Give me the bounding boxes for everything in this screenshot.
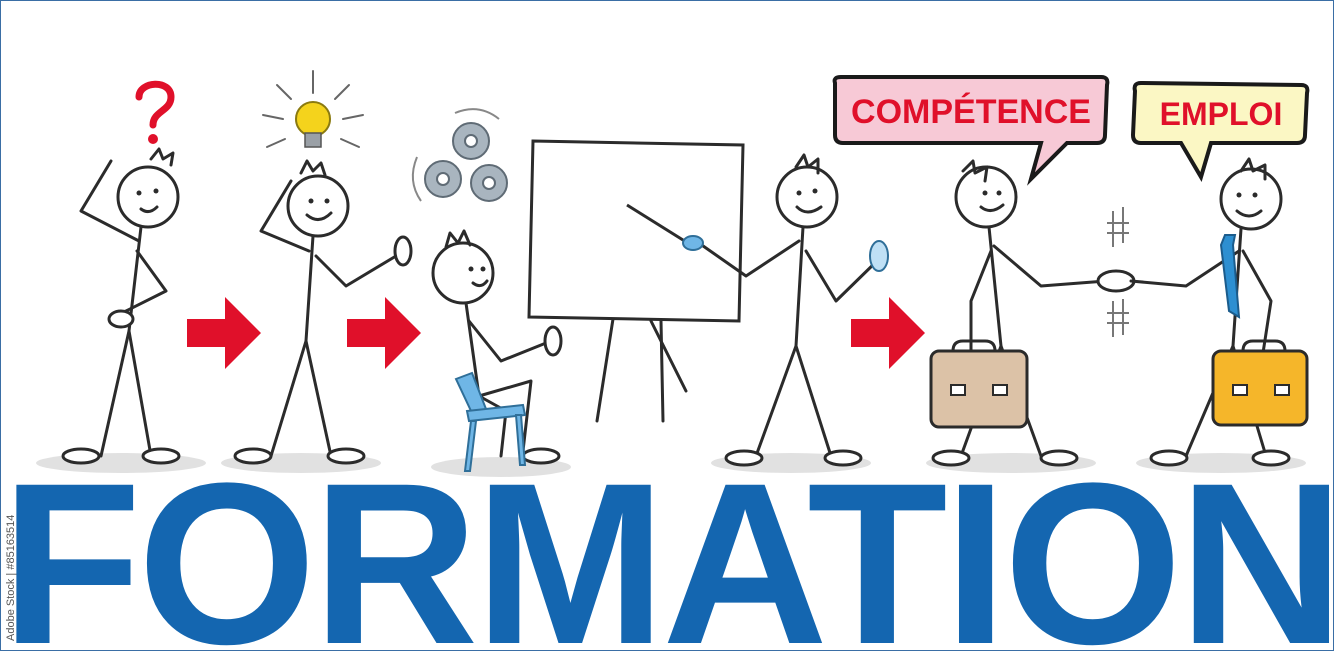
light-bulb-icon <box>262 70 364 148</box>
speech-bubble-competence: COMPÉTENCE <box>832 75 1110 186</box>
presenter-hand <box>682 235 704 251</box>
figure-employer <box>1129 157 1309 467</box>
whiteboard-icon <box>527 139 745 423</box>
arrow-right-icon <box>851 297 925 369</box>
figure-confused <box>61 80 181 465</box>
arrow-right-icon <box>187 297 261 369</box>
arrow-right-icon <box>347 297 421 369</box>
chair-icon <box>454 371 527 472</box>
figure-candidate <box>929 159 1108 467</box>
briefcase-icon <box>929 339 1029 429</box>
stock-id-label: Adobe Stock | #85163514 <box>5 514 17 641</box>
bubble-label-competence: COMPÉTENCE <box>851 93 1091 131</box>
gears-icon <box>411 108 508 202</box>
figure-presenter <box>626 153 889 467</box>
headline-formation: FORMATION <box>1 435 1334 651</box>
briefcase-icon <box>1211 339 1309 427</box>
figure-idea <box>233 70 413 465</box>
tie-icon <box>1219 234 1241 319</box>
handshake <box>1096 207 1136 337</box>
bubble-label-emploi: EMPLOI <box>1160 96 1283 132</box>
question-mark-icon <box>135 80 175 144</box>
figure-seated <box>431 229 563 472</box>
speech-bubble-emploi: EMPLOI <box>1130 80 1310 182</box>
